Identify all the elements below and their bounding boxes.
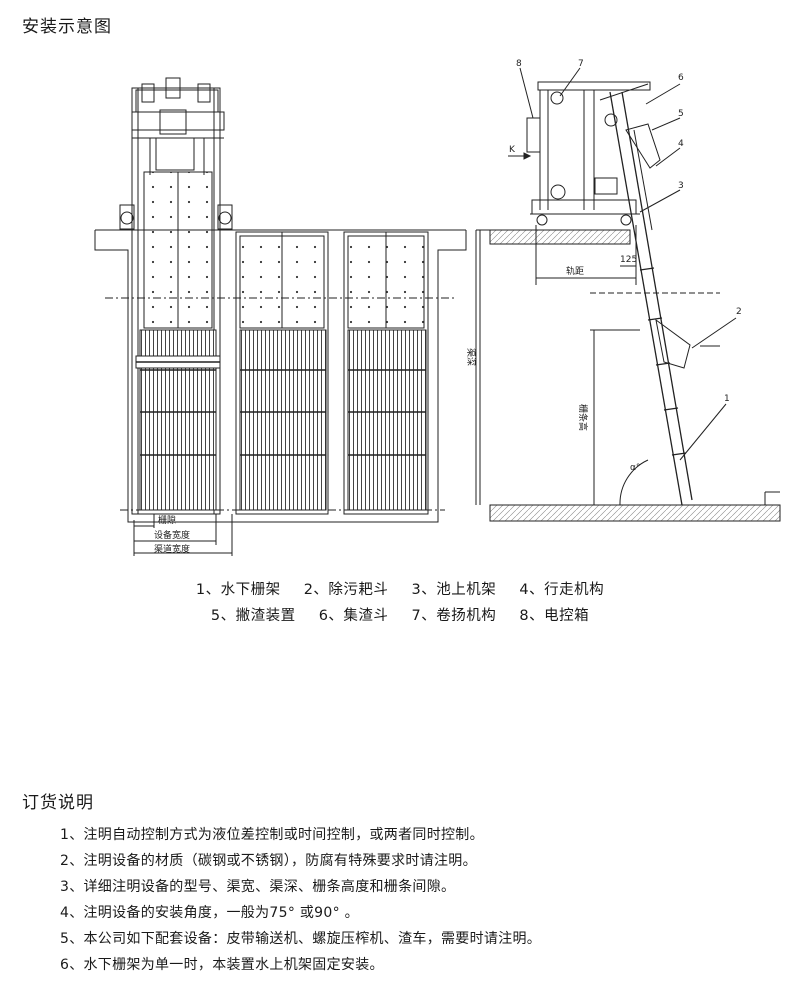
order-notes-title: 订货说明	[22, 793, 94, 813]
legend-row-1: 1、水下栅架 2、除污耙斗 3、池上机架 4、行走机构	[0, 578, 800, 599]
callout-1: 1	[724, 394, 730, 404]
page-title: 安装示意图	[22, 17, 112, 37]
legend-item: 5、撇渣装置	[210, 608, 296, 624]
angle-label: α°	[630, 463, 640, 473]
legend-item: 6、集渣斗	[318, 608, 389, 624]
channel-depth-label: 渠深	[465, 348, 477, 366]
legend-item: 3、池上机架	[411, 582, 497, 598]
callout-6: 6	[678, 73, 684, 83]
legend-item: 2、除污耙斗	[303, 582, 389, 598]
legend-item: 1、水下栅架	[195, 582, 281, 598]
front-dimension-labels: 栅隙 设备宽度 渠道宽度	[154, 514, 190, 555]
legend-item: 7、卷扬机构	[411, 608, 497, 624]
note-item: 2、注明设备的材质（碳钢或不锈钢），防腐有特殊要求时请注明。	[60, 853, 477, 869]
note-item: 6、水下栅架为单一时，本装置水上机架固定安装。	[60, 957, 384, 973]
callout-4: 4	[678, 139, 684, 149]
rail-gauge-label: 轨距	[566, 265, 584, 277]
offset-label: 125	[620, 255, 637, 265]
note-item: 1、注明自动控制方式为液位差控制或时间控制，或两者同时控制。	[60, 827, 484, 843]
callout-7: 7	[578, 59, 584, 69]
grate-height-label: 栅条高	[577, 404, 589, 431]
channel-width-label: 渠道宽度	[154, 543, 190, 555]
gap-label: 栅隙	[158, 514, 176, 526]
note-item: 3、详细注明设备的型号、渠宽、渠深、栅条高度和栅条间隙。	[60, 879, 456, 895]
callout-5: 5	[678, 109, 684, 119]
side-view	[475, 67, 781, 522]
legend-item: 8、电控箱	[519, 608, 590, 624]
k-label: K	[509, 145, 516, 155]
callout-3: 3	[678, 181, 684, 191]
callout-8: 8	[516, 59, 522, 69]
legend-row-2: 5、撇渣装置 6、集渣斗 7、卷扬机构 8、电控箱	[0, 604, 800, 625]
side-labels: K 轨距 125 渠深 栅条高 α° 8 7 6 5 4 3 2 1	[465, 59, 742, 473]
note-item: 4、注明设备的安装角度，一般为75° 或90° 。	[60, 905, 359, 921]
device-width-label: 设备宽度	[154, 529, 190, 541]
order-notes-list: 1、注明自动控制方式为液位差控制或时间控制，或两者同时控制。 2、注明设备的材质…	[60, 822, 541, 978]
installation-drawing: 栅隙 设备宽度 渠道宽度	[94, 59, 781, 556]
front-view	[94, 77, 467, 556]
note-item: 5、本公司如下配套设备：皮带输送机、螺旋压榨机、渣车，需要时请注明。	[60, 931, 542, 947]
callout-2: 2	[736, 307, 742, 317]
legend-item: 4、行走机构	[519, 582, 605, 598]
